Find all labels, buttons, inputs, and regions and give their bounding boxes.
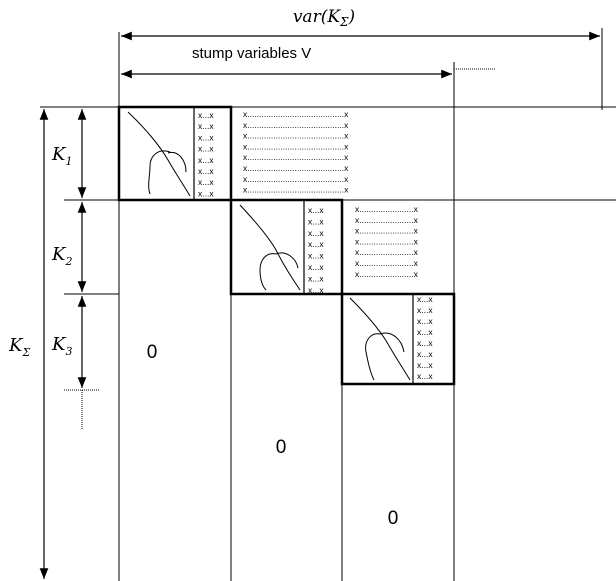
block-3 <box>340 292 456 386</box>
x-cell-block-1: x...x <box>198 155 214 165</box>
x-cell-block-1: x...x <box>198 132 214 142</box>
x-cell-block-1: x...x <box>198 177 214 187</box>
block-scribbles <box>127 111 411 381</box>
x-row-band-1: x.......................................… <box>243 131 349 141</box>
x-row-band-1: x.......................................… <box>243 163 349 173</box>
x-row-band-2: x.......................x <box>355 204 419 214</box>
x-row-band-1: x.......................................… <box>243 141 349 151</box>
stump-variables-label: stump variables V <box>192 45 311 62</box>
zero-left: 0 <box>147 342 158 363</box>
diagonal-blocks <box>117 105 456 386</box>
x-cell-block-1: x...x <box>198 121 214 131</box>
x-cell-block-1: x...x <box>198 166 214 176</box>
block-1 <box>117 105 233 202</box>
x-cell-block-2: x...x <box>308 285 324 295</box>
x-row-band-1: x.......................................… <box>243 109 349 119</box>
x-cell-block-3: x...x <box>417 316 433 326</box>
x-cell-block-2: x...x <box>308 205 324 215</box>
scribble-2 <box>239 204 301 291</box>
x-row-band-1: x.......................................… <box>243 185 349 195</box>
x-cell-block-3: x...x <box>417 338 433 348</box>
x-cell-block-2: x...x <box>308 262 324 272</box>
x-row-band-2: x.......................x <box>355 236 419 246</box>
x-cell-block-2: x...x <box>308 239 324 249</box>
x-cell-block-2: x...x <box>308 228 324 238</box>
x-row-band-2: x.......................x <box>355 258 419 268</box>
x-row-band-1: x.......................................… <box>243 152 349 162</box>
x-cell-block-3: x...x <box>417 371 433 381</box>
k2-label: K2 <box>51 244 72 268</box>
x-cell-block-1: x...x <box>198 144 214 154</box>
block-2 <box>229 198 344 296</box>
x-row-band-2: x.......................x <box>355 269 419 279</box>
x-cell-block-1: x...x <box>198 188 214 198</box>
x-cell-block-3: x...x <box>417 327 433 337</box>
x-cell-columns: x...xx...xx...xx...xx...xx...xx...xx...x… <box>198 110 433 381</box>
x-cell-block-3: x...x <box>417 305 433 315</box>
k-sigma-label: KΣ <box>8 335 30 359</box>
x-row-band-2: x.......................x <box>355 247 419 257</box>
scribble-3 <box>349 297 411 381</box>
x-row-band-1: x.......................................… <box>243 174 349 184</box>
x-cell-block-3: x...x <box>417 349 433 359</box>
x-cell-block-2: x...x <box>308 251 324 261</box>
x-row-band-2: x.......................x <box>355 226 419 236</box>
x-row-band-1: x.......................................… <box>243 120 349 130</box>
zero-right: 0 <box>388 508 399 529</box>
k1-label: K1 <box>51 144 72 168</box>
x-cell-block-1: x...x <box>198 110 214 120</box>
var-k-sigma-label: var(KΣ) <box>293 7 355 29</box>
x-cell-block-3: x...x <box>417 360 433 370</box>
k3-label: K3 <box>51 334 72 358</box>
x-cell-block-2: x...x <box>308 273 324 283</box>
x-cell-block-3: x...x <box>417 294 433 304</box>
zero-middle: 0 <box>276 437 287 458</box>
dimension-arrows <box>39 31 600 579</box>
scribble-1 <box>127 111 191 197</box>
x-cell-block-2: x...x <box>308 216 324 226</box>
x-row-fills: x.......................................… <box>243 109 419 279</box>
x-row-band-2: x.......................x <box>355 215 419 225</box>
